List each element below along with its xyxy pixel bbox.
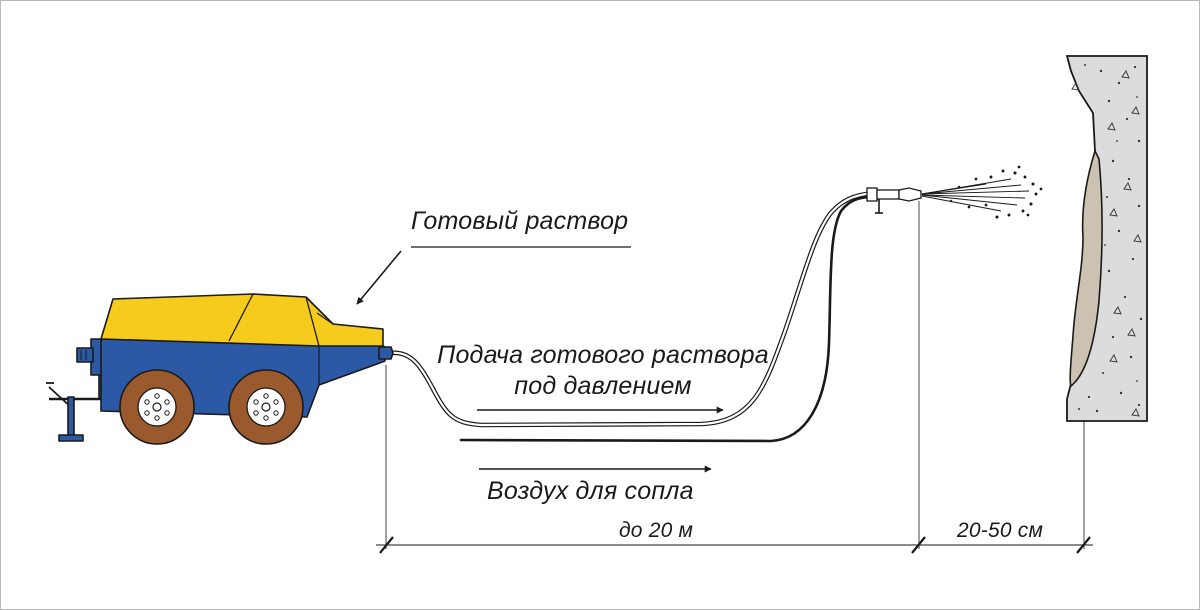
spray-jet [921,165,1043,219]
label-mortar-supply: Подача готового раствора под давлением [433,340,773,402]
label-mortar-supply-line2: под давлением [514,372,692,400]
wheel-right [228,369,304,445]
dimension-lines [376,201,1093,554]
spray-nozzle-icon [866,187,922,214]
plaster-pump-machine-icon [46,293,394,445]
label-hose-length: до 20 м [619,519,694,542]
label-mortar-supply-line1: Подача готового раствора [437,341,769,369]
mortar-hose [388,190,884,428]
concrete-wall-icon [1065,55,1148,422]
air-hose [459,195,883,443]
ready-mortar-pointer [356,246,631,305]
label-nozzle-distance: 20-50 см [957,519,1044,542]
label-ready-mortar: Готовый раствор [411,207,629,235]
label-nozzle-air: Воздух для сопла [487,477,694,505]
wheel-left [119,369,195,445]
